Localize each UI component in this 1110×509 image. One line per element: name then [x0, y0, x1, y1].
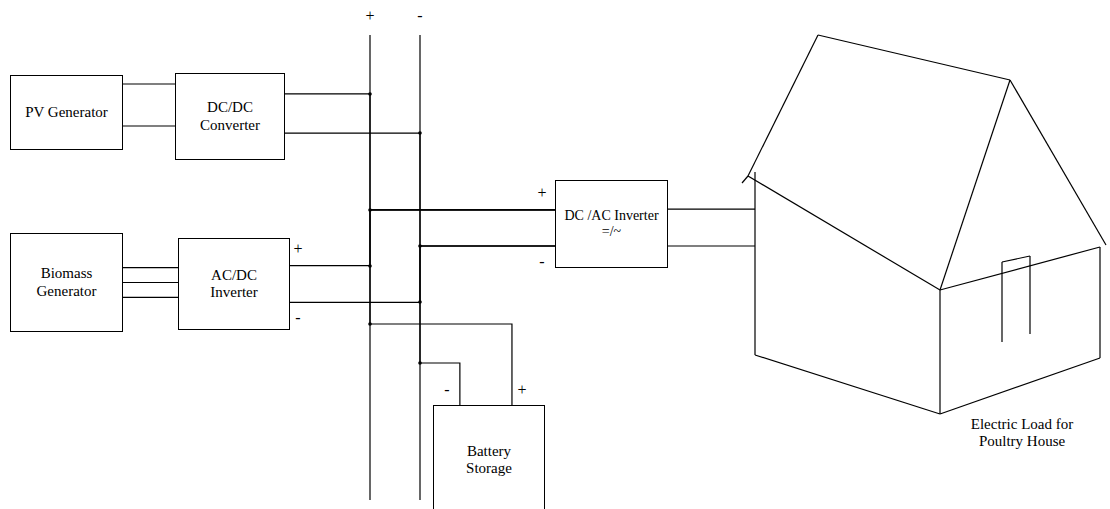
house-line [754, 172, 755, 355]
house-line [940, 358, 1100, 414]
biomass-generator-box: Biomass Generator [10, 233, 123, 332]
house-line [1029, 256, 1030, 334]
polarity-sign: - [417, 8, 422, 24]
polarity-sign: - [539, 254, 544, 270]
house-line [1010, 80, 1106, 245]
house-line [755, 355, 940, 414]
house-line [1002, 256, 1030, 262]
power-wire [290, 210, 555, 302]
house-line [1099, 247, 1100, 358]
power-wire [285, 94, 555, 246]
house-line [1001, 262, 1002, 342]
load-caption: Electric Load for Poultry House [958, 416, 1086, 451]
polarity-sign: - [444, 382, 449, 398]
pv-generator-box: PV Generator [10, 75, 123, 150]
box-label: DC /AC Inverter [564, 208, 658, 224]
box-label: Biomass Generator [27, 265, 107, 300]
polarity-sign: + [293, 241, 302, 257]
house-line [939, 290, 940, 414]
polarity-sign: + [365, 8, 374, 24]
polarity-sign: - [295, 310, 300, 326]
inverter-box: DC /AC Inverter=/~ [555, 180, 668, 268]
box-label: Battery Storage [449, 443, 529, 478]
house-line [818, 35, 1010, 80]
polarity-sign: + [537, 185, 546, 201]
box-label: PV Generator [17, 104, 117, 121]
house-line [940, 80, 1010, 290]
power-wire [123, 268, 178, 298]
house-line [742, 176, 748, 183]
power-wire [123, 84, 175, 126]
power-wire [668, 209, 755, 246]
box-label: AC/DC Inverter [199, 267, 269, 302]
power-wire [370, 210, 555, 405]
battery-box: Battery Storage [433, 405, 545, 509]
house-drawing [742, 35, 1106, 414]
house-outline [740, 30, 1110, 470]
box-label: =/~ [602, 224, 621, 240]
house-line [940, 247, 1100, 290]
inverter-box: AC/DC Inverter [178, 238, 290, 330]
poultry-house: Electric Load for Poultry House [740, 30, 1110, 470]
box-label: DC/DC Converter [190, 99, 270, 134]
converter-box: DC/DC Converter [175, 73, 285, 160]
house-line [748, 176, 940, 290]
house-line [748, 35, 818, 176]
polarity-sign: + [517, 382, 526, 398]
